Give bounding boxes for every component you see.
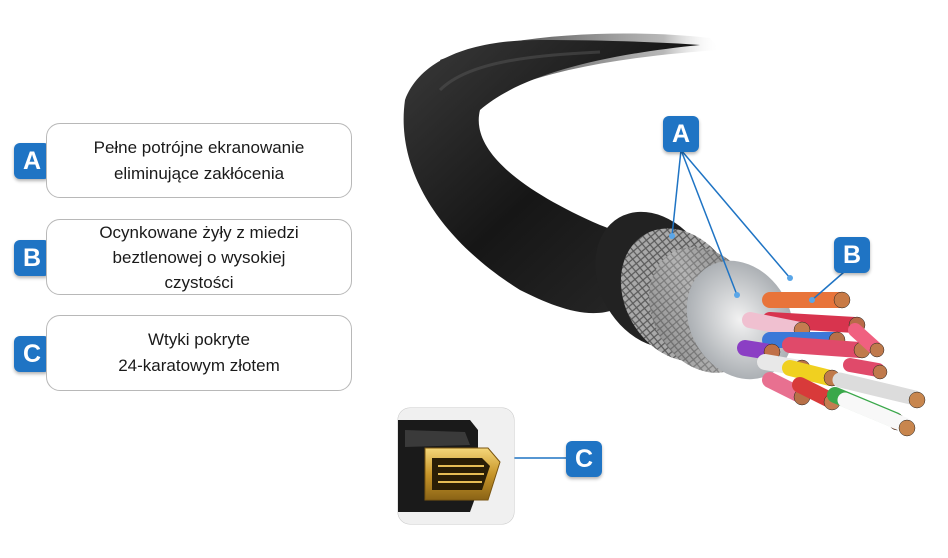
feature-b-text-box: Ocynkowane żyły z miedzi beztlenowej o w… <box>46 219 352 295</box>
badge-b: B <box>14 240 50 276</box>
callout-badge-a: A <box>663 116 699 152</box>
feature-c-text-box: Wtyki pokryte 24-karatowym złotem <box>46 315 352 391</box>
feature-a-line-1: Pełne potrójne ekranowanie <box>93 137 305 157</box>
feature-a-text-box: Pełne potrójne ekranowanie eliminujące z… <box>46 123 352 198</box>
callout-lines <box>490 149 853 459</box>
callout-dot-b <box>809 297 815 303</box>
callout-badge-b: B <box>834 237 870 273</box>
callout-dot-a2 <box>734 292 740 298</box>
feature-b-line-3: czystości <box>164 272 234 292</box>
callout-badge-c: C <box>566 441 602 477</box>
callout-dot-a1 <box>669 233 675 239</box>
conductor-bundle <box>737 291 926 437</box>
callout-dot-a3 <box>787 275 793 281</box>
feature-b-line-2: beztlenowej o wysokiej <box>112 247 286 267</box>
badge-a: A <box>14 143 50 179</box>
feature-c-line-1: Wtyki pokryte <box>147 330 251 349</box>
badge-c: C <box>14 336 50 372</box>
feature-a-line-2: eliminujące zakłócenia <box>113 163 285 183</box>
feature-c-line-2: 24-karatowym złotem <box>118 356 280 375</box>
connector-inset <box>397 407 515 525</box>
feature-b-line-1: Ocynkowane żyły z miedzi <box>99 222 299 242</box>
